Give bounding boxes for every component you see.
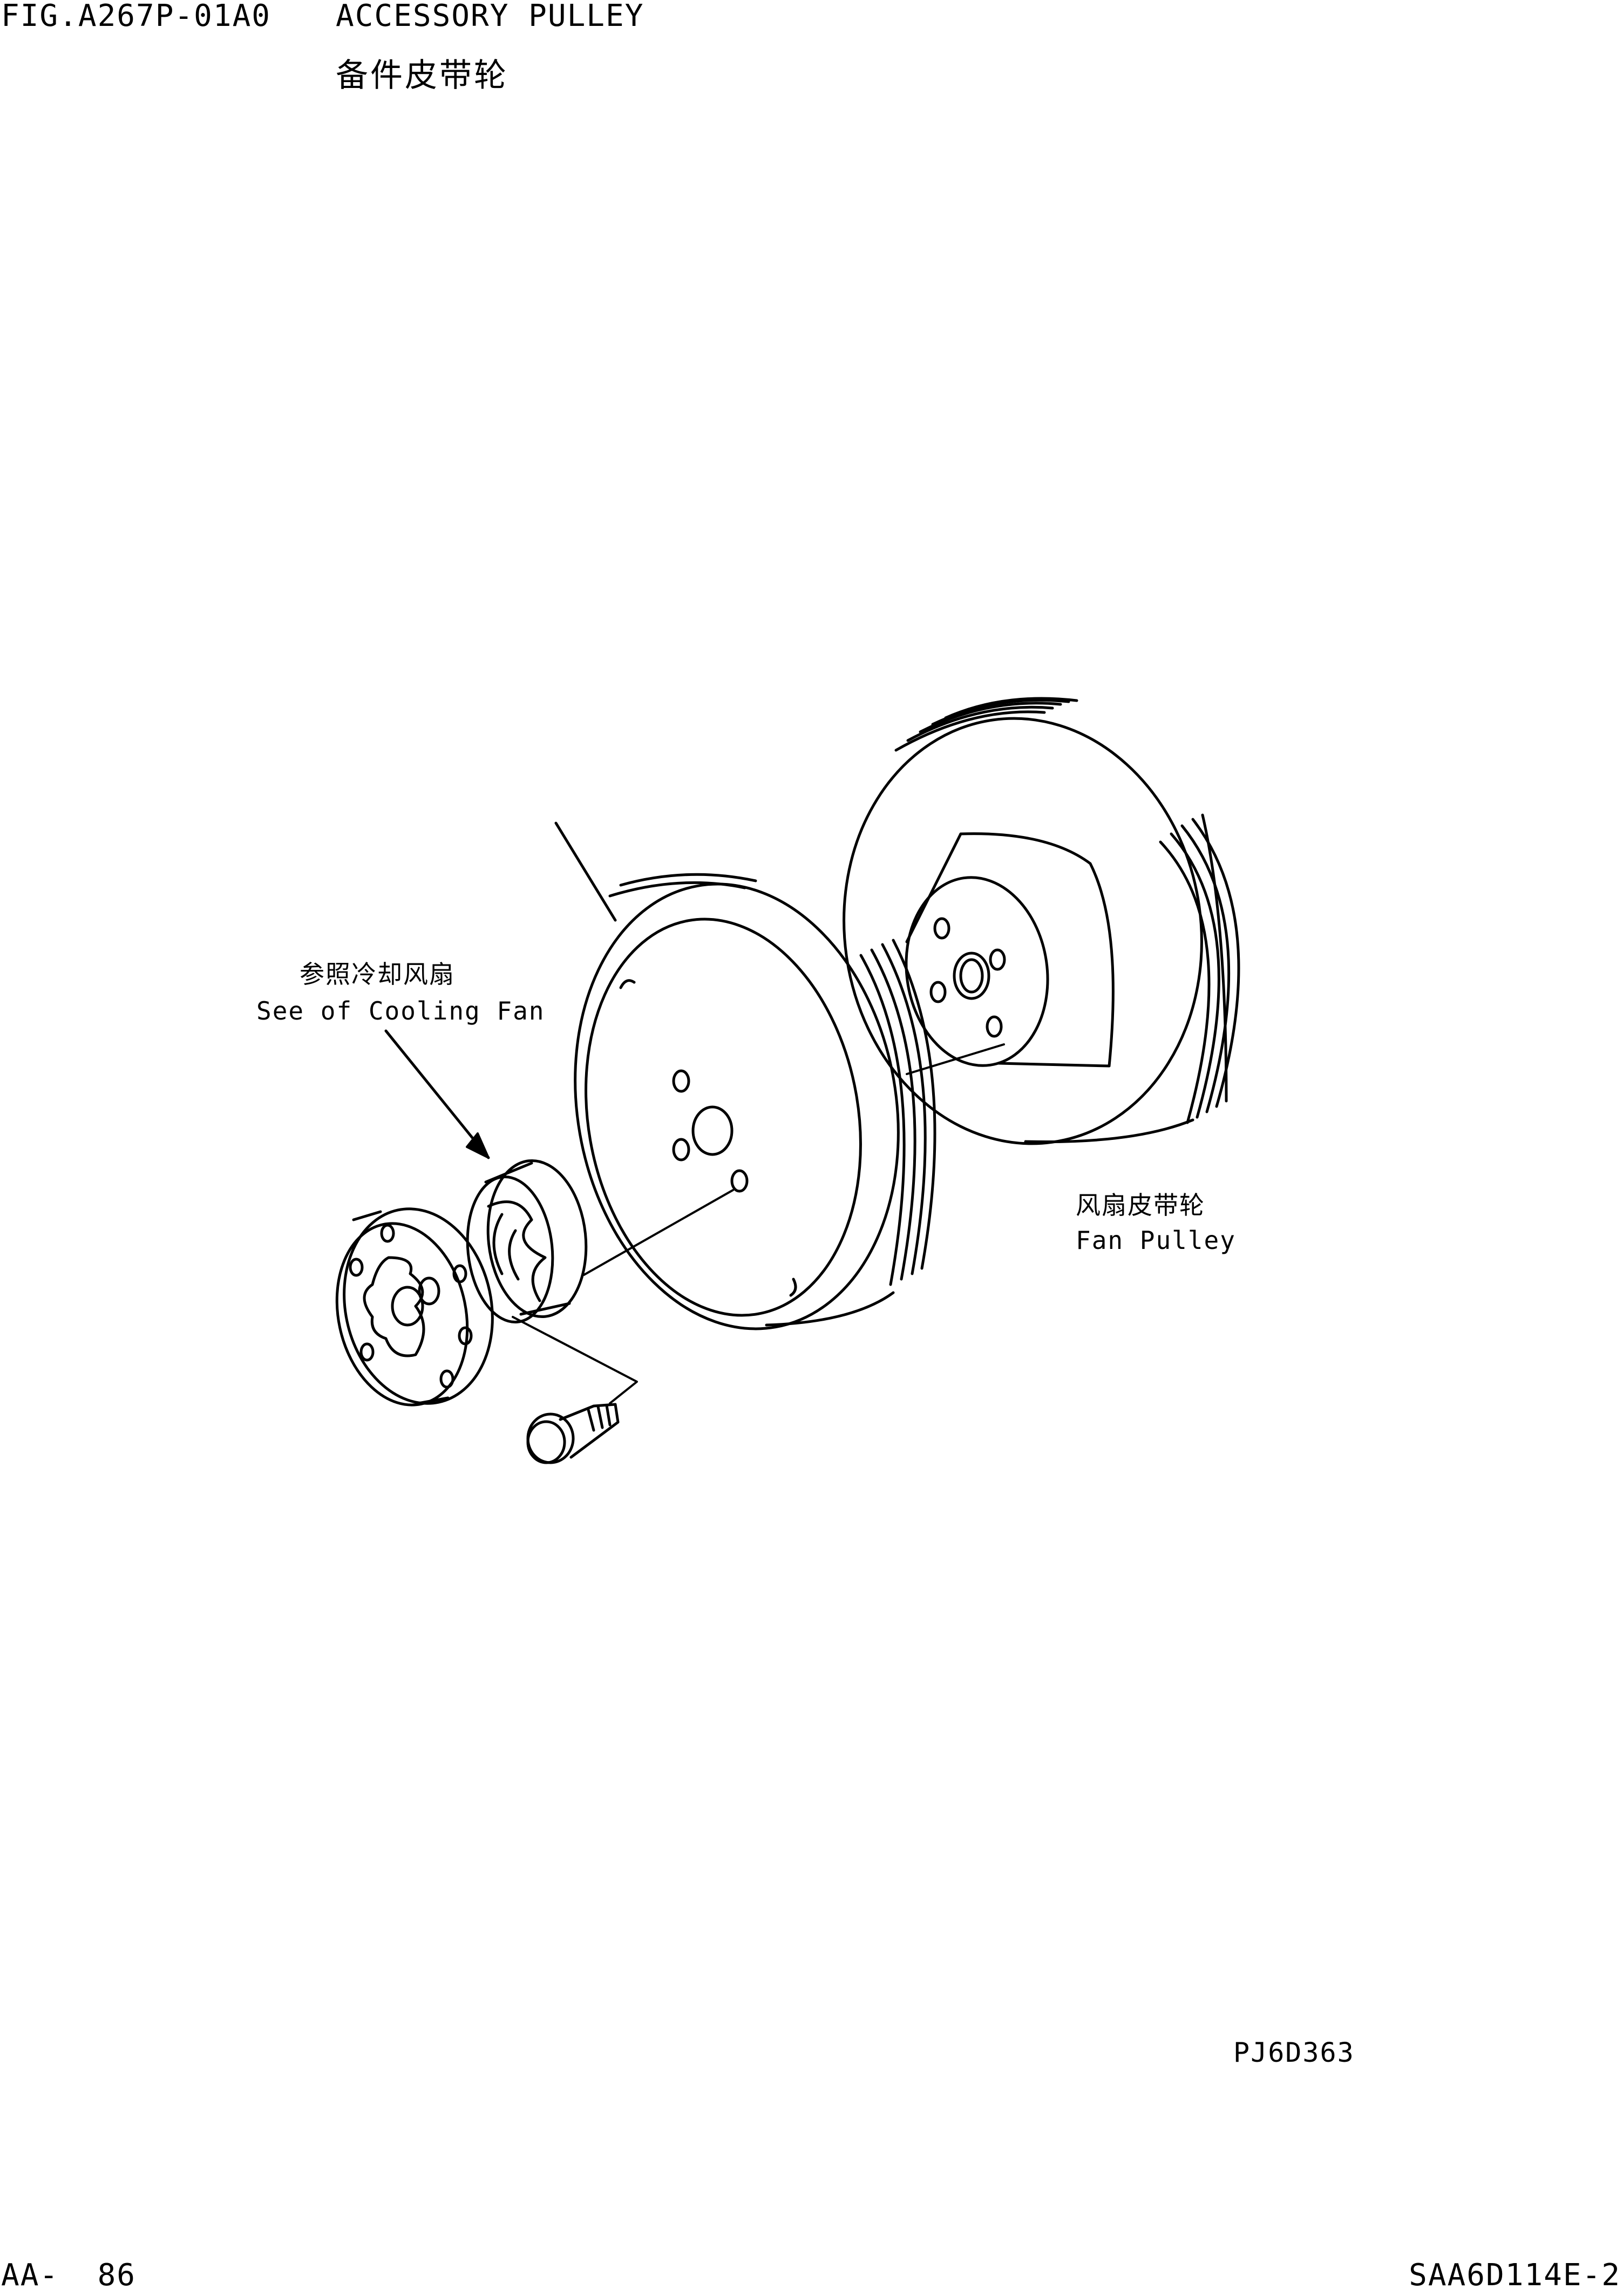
spacer-drawing: [384, 1029, 588, 1324]
page-number: AA- 86: [1, 2258, 137, 2293]
figure-title-chinese: 备件皮带轮: [336, 57, 508, 94]
fan-flange-drawing: [335, 1207, 494, 1407]
callout-fan-pulley-cn: 风扇皮带轮: [1076, 1191, 1205, 1220]
callout-fan-pulley-en: Fan Pulley: [1076, 1226, 1236, 1255]
callout-cooling-fan-cn: 参照冷却风扇: [300, 960, 455, 989]
drive-pulley-drawing: [554, 821, 1005, 1330]
drawing-code: PJ6D363: [1233, 2037, 1355, 2068]
figure-title: ACCESSORY PULLEY: [336, 0, 644, 33]
figure-number: FIG.A267P-01A0: [1, 0, 271, 33]
callout-cooling-fan-en: See of Cooling Fan: [256, 996, 545, 1025]
model-number: SAA6D114E-2: [1409, 2258, 1621, 2293]
bolt-drawing: [512, 1316, 638, 1464]
fan-pulley-drawing: [843, 697, 1240, 1145]
